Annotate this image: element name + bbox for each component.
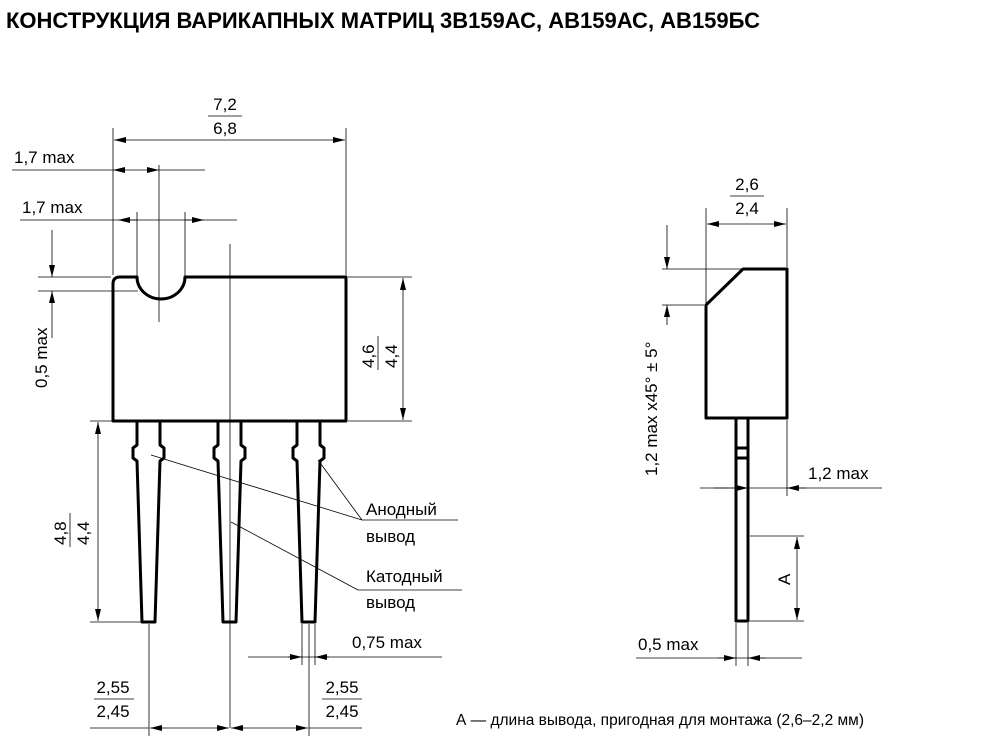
dim-lead-width-label: 0,75 max xyxy=(352,633,422,652)
cathode-label-1: Катодный xyxy=(366,567,443,586)
dim-pitch-left-lower: 2,45 xyxy=(96,702,129,721)
front-view: 7,2 6,8 1,7 max 1,7 max 0,5 max 4,6 4,4 … xyxy=(12,95,462,736)
dim-width-lower: 6,8 xyxy=(213,119,237,138)
cathode-label-2: вывод xyxy=(366,593,415,612)
anode-label-1: Анодный xyxy=(366,500,437,519)
lead-middle xyxy=(212,421,247,624)
dim-mount-length-label: A xyxy=(775,573,794,585)
side-body xyxy=(704,267,789,420)
dim-body-height-upper: 4,6 xyxy=(359,344,378,368)
dim-lead-length-upper: 4,8 xyxy=(51,521,70,545)
dim-pitch-right-lower: 2,45 xyxy=(325,702,358,721)
page-title: КОНСТРУКЦИЯ ВАРИКАПНЫХ МАТРИЦ 3В159АС, А… xyxy=(6,8,760,33)
lead-left xyxy=(131,421,166,624)
dim-body-height-lower: 4,4 xyxy=(382,344,401,368)
dim-notch-width-label: 1,7 max xyxy=(22,198,83,217)
dim-notch-offset-label: 1,7 max xyxy=(14,148,75,167)
footnote: А — длина вывода, пригодная для монтажа … xyxy=(456,712,864,729)
dim-thickness-lower: 2,4 xyxy=(735,199,759,218)
lead-right xyxy=(291,421,326,624)
dim-pitch-left-upper: 2,55 xyxy=(96,678,129,697)
dim-pitch-right-upper: 2,55 xyxy=(325,678,358,697)
anode-leader-1 xyxy=(150,454,363,521)
package-body xyxy=(111,275,348,423)
dim-lead-thickness-label: 0,5 max xyxy=(638,635,699,654)
side-lead xyxy=(734,416,750,623)
dim-chamfer-label: 1,2 max x45° ± 5° xyxy=(642,342,661,476)
side-view: 2,6 2,4 1,2 max x45° ± 5° 1,2 max A 0,5 … xyxy=(636,175,882,666)
dim-lead-offset-label: 1,2 max xyxy=(808,464,869,483)
dim-thickness-upper: 2,6 xyxy=(735,175,759,194)
anode-label-2: вывод xyxy=(366,527,415,546)
dim-width-upper: 7,2 xyxy=(213,95,237,114)
dim-notch-depth-label: 0,5 max xyxy=(32,327,51,388)
anode-leader-2 xyxy=(317,459,363,521)
dim-lead-length-lower: 4,4 xyxy=(74,521,93,545)
cathode-leader xyxy=(230,521,359,591)
